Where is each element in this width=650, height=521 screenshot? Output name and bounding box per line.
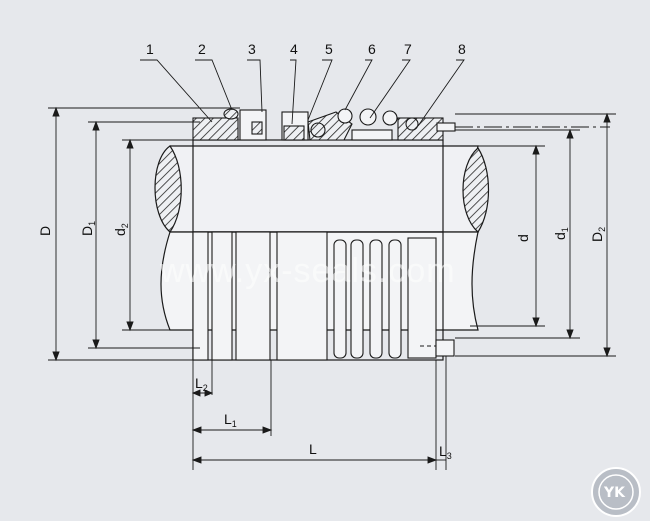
dim-label-d2: d2 [112, 223, 130, 236]
dim-label-D2: D2 [589, 227, 607, 242]
svg-text:d1: d1 [552, 227, 570, 240]
dim-label-D1: D1 [79, 221, 97, 236]
top-section [192, 108, 456, 141]
part-number-2: 2 [198, 41, 206, 57]
dim-label-d1: d1 [552, 227, 570, 240]
dim-label-d: d [515, 234, 531, 242]
watermark-text: www.yx-seals.com [159, 252, 456, 290]
lower-section [192, 231, 443, 361]
svg-text:d2: d2 [112, 223, 130, 236]
leader-lines [140, 59, 465, 127]
svg-text:d: d [515, 234, 531, 242]
dimension-lines-right [455, 112, 616, 358]
part-number-3: 3 [248, 41, 256, 57]
part-number-4: 4 [290, 41, 298, 57]
dim-label-L1: L1 [224, 411, 237, 429]
shaft-break-left [154, 145, 182, 233]
dim-label-L: L [309, 441, 317, 457]
svg-text:D: D [37, 226, 53, 236]
yk-logo: YK [591, 467, 641, 517]
dim-label-D: D [37, 226, 53, 236]
dim-label-L2: L2 [195, 375, 208, 393]
shaft-break-right [462, 147, 490, 233]
part-number-7: 7 [404, 41, 412, 57]
dimension-lines-bottom [191, 356, 447, 470]
svg-text:YK: YK [603, 485, 626, 501]
set-screw [420, 339, 455, 357]
dimension-lines-left [48, 106, 240, 362]
svg-text:D2: D2 [589, 227, 607, 242]
part-number-6: 6 [368, 41, 376, 57]
part-number-1: 1 [146, 41, 154, 57]
dim-label-L3: L3 [439, 443, 452, 461]
svg-text:D1: D1 [79, 221, 97, 236]
part-number-8: 8 [458, 41, 466, 57]
part-number-5: 5 [325, 41, 333, 57]
